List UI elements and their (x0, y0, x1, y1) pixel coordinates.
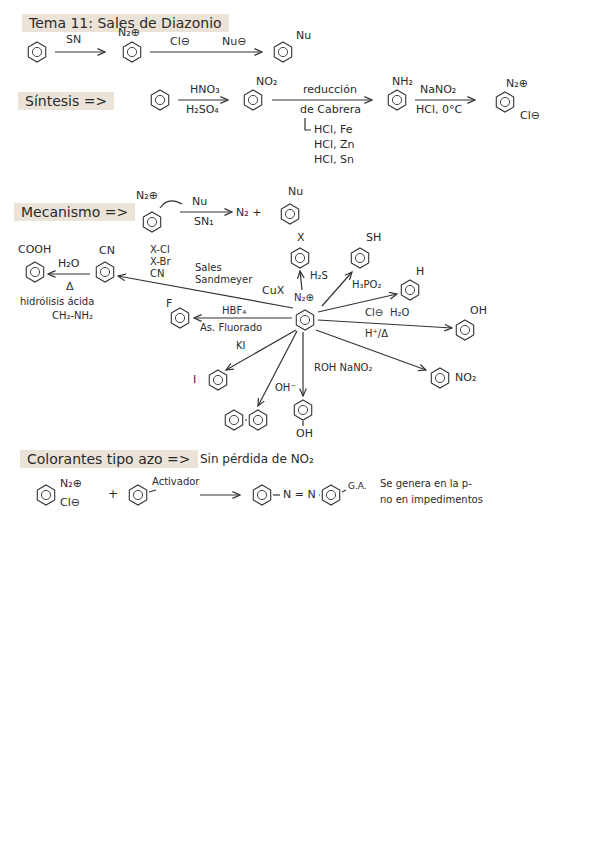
note-text: Se genera en la p- (380, 478, 472, 490)
note-text: H⁺/Δ (365, 328, 388, 340)
note-text: H₂O (58, 258, 79, 270)
note-text: OH (470, 305, 487, 317)
section-title: Colorantes tipo azo => (27, 451, 191, 467)
note-text: H₂S (310, 270, 328, 282)
note-text: CuX (262, 285, 284, 297)
note-text: Cl⊖ (520, 110, 540, 122)
section-title: Mecanismo => (21, 204, 128, 220)
note-text: OH⁻ (275, 382, 296, 394)
note-text: OH (296, 428, 313, 440)
note-text: CN (150, 268, 164, 280)
note-text: HCl, Fe (314, 124, 353, 136)
note-text: Sales Sandmeyer (195, 262, 259, 286)
note-text: hidrólisis ácida (20, 296, 94, 308)
note-text: N₂ + (236, 207, 261, 219)
note-text: SH (366, 232, 381, 244)
note-text: Nu (288, 186, 303, 198)
note-text: I (193, 374, 196, 386)
note-text: G.A. (348, 480, 367, 492)
note-text: Nu⊖ (222, 36, 246, 48)
note-text: N₂⊕ (506, 78, 528, 90)
section-band: Síntesis => (18, 92, 114, 110)
note-text: NO₂ (256, 76, 277, 88)
note-text: H₂SO₄ (186, 104, 219, 116)
note-text: N = N (283, 489, 316, 501)
note-text: Activador (152, 476, 200, 488)
section-band: Colorantes tipo azo => (20, 450, 198, 468)
note-text: KI (236, 340, 246, 352)
note-text: H (416, 266, 424, 278)
note-text: reducción (303, 84, 357, 96)
note-text: de Cabrera (300, 104, 361, 116)
section-band: Mecanismo => (14, 203, 135, 221)
note-text: CH₂-NH₂ (52, 310, 93, 322)
note-text: Nu (296, 30, 311, 42)
note-text: N₂⊕ (118, 27, 140, 39)
note-text: N₂⊕ (60, 478, 82, 490)
note-text: X (297, 232, 305, 244)
note-text: NaNO₂ (420, 84, 456, 96)
note-text: + (108, 488, 118, 500)
section-title: Síntesis => (25, 93, 107, 109)
note-text: HCl, Sn (314, 154, 354, 166)
note-text: CN (99, 245, 115, 257)
note-text: NO₂ (455, 372, 476, 384)
note-text: SN (66, 34, 81, 46)
note-text: no en impedimentos (380, 494, 483, 506)
note-text: F (166, 298, 172, 310)
note-text: Sin pérdida de NO₂ (200, 453, 314, 465)
note-text: N₂⊕ (294, 292, 314, 304)
note-text: HNO₃ (190, 84, 220, 96)
note-text: NH₂ (392, 76, 413, 88)
note-text: HCl, 0°C (416, 104, 462, 116)
note-text: COOH (18, 244, 51, 256)
note-text: Cl⊖ (170, 36, 190, 48)
note-text: N₂⊕ (136, 190, 158, 202)
note-text: H₃PO₂ (352, 279, 381, 291)
note-text: Cl⊖ (365, 307, 383, 319)
note-text: SN₁ (194, 216, 214, 228)
note-text: X-Br (150, 256, 171, 268)
note-text: ROH NaNO₂ (314, 362, 373, 374)
note-text: HBF₄ (222, 305, 246, 317)
note-text: HCl, Zn (314, 139, 355, 151)
note-text: X-Cl (150, 244, 170, 256)
note-text: H₂O (390, 307, 409, 319)
note-text: Δ (66, 281, 74, 293)
note-text: Cl⊖ (60, 497, 80, 509)
note-text: As. Fluorado (200, 322, 262, 334)
note-text: Nu (192, 196, 207, 208)
